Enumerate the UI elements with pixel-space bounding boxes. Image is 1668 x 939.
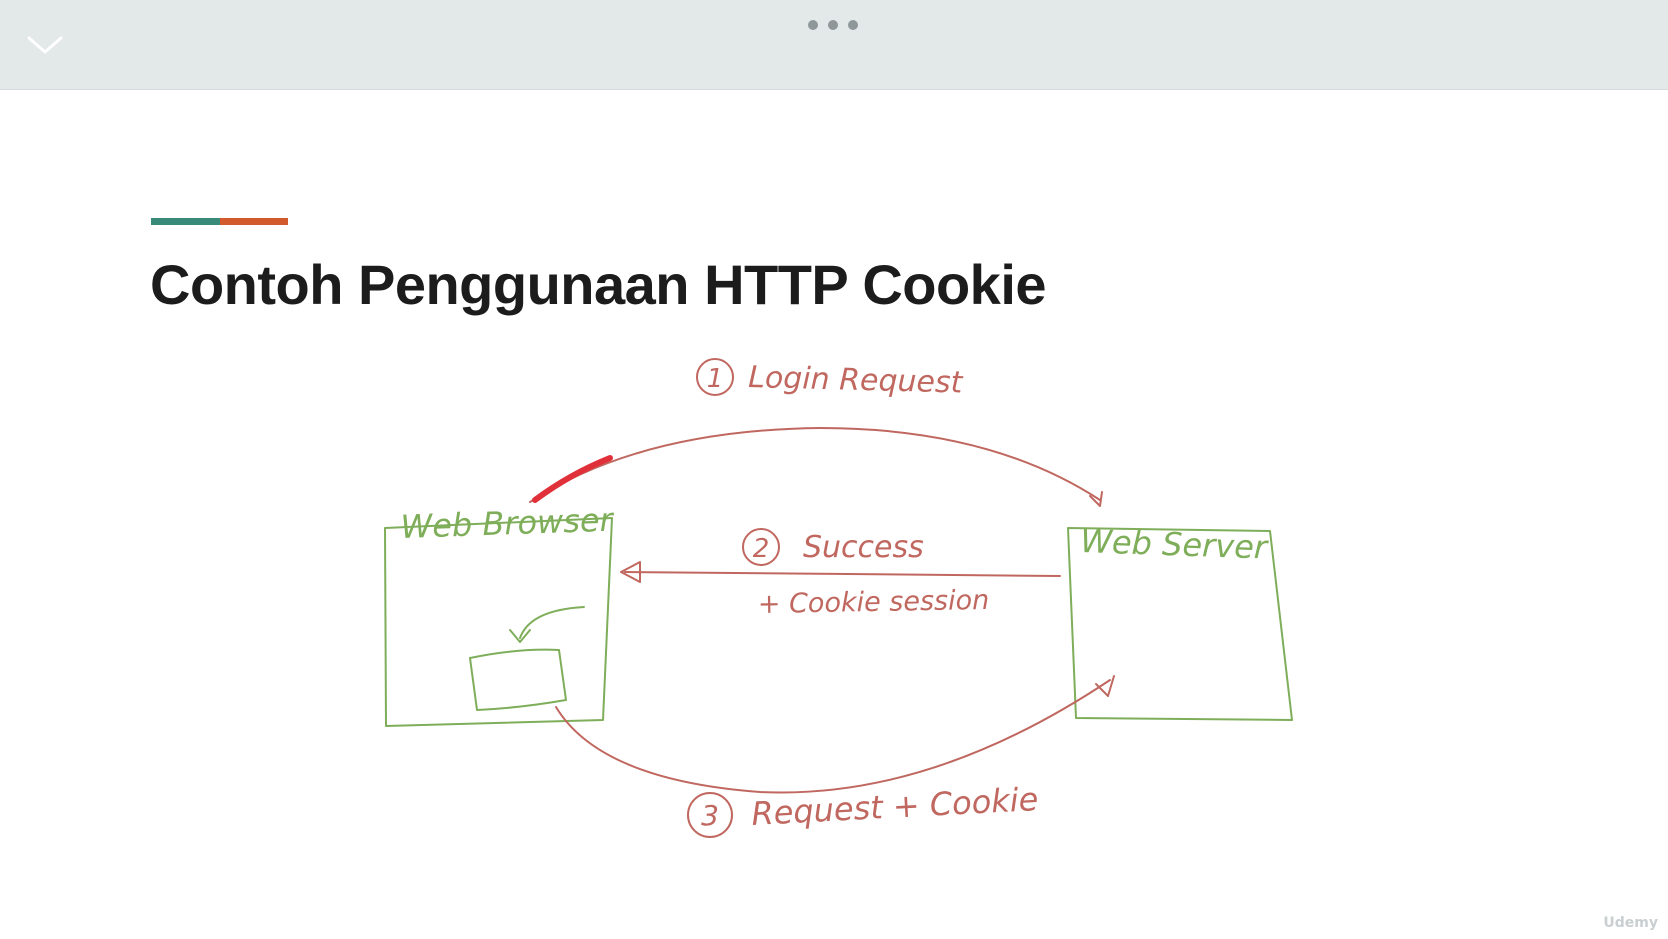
collapse-button[interactable] [26, 30, 64, 60]
web-browser-box [384, 517, 613, 727]
web-browser-label: Web Browser [400, 501, 615, 546]
title-accent-bar [151, 218, 288, 225]
udemy-watermark: Udemy [1603, 915, 1658, 931]
step-1-label: Login Request [748, 360, 964, 401]
step-3-circle [687, 792, 733, 838]
request-cookie-arrow [555, 679, 1111, 794]
request-cookie-arrowhead [1095, 675, 1115, 697]
accent-segment-orange [220, 218, 288, 225]
step-3-number: 3 [701, 799, 719, 832]
database-cylinder-icon [469, 606, 585, 711]
more-options-button[interactable] [808, 14, 858, 36]
web-server-label: Web Server [1080, 522, 1270, 567]
more-horizontal-icon [848, 20, 858, 30]
step-2-label: Success [803, 530, 924, 565]
success-arrowhead [620, 561, 641, 583]
step-1-circle [696, 358, 734, 396]
step-2-sublabel: + Cookie session [758, 585, 990, 620]
step-2-number: 2 [753, 534, 770, 564]
web-server-box [1067, 527, 1293, 721]
login-request-arrowhead [1089, 491, 1103, 507]
more-horizontal-icon [828, 20, 838, 30]
chevron-down-icon [27, 36, 63, 54]
slide: Contoh Penggunaan HTTP Cookie [0, 90, 1668, 939]
cookie-flow-diagram: Web Browser Web Server 1 2 3 Login Reque… [384, 358, 1293, 838]
accent-segment-teal [151, 218, 220, 225]
step-1-number: 1 [707, 364, 724, 394]
top-toolbar [0, 0, 1668, 90]
more-horizontal-icon [808, 20, 818, 30]
success-arrow [624, 571, 1061, 577]
red-pen-stroke [532, 455, 613, 503]
slide-title: Contoh Penggunaan HTTP Cookie [150, 253, 1047, 316]
step-3-label: Request + Cookie [750, 780, 1039, 833]
step-2-circle [742, 528, 780, 566]
login-request-arrow [529, 427, 1101, 503]
